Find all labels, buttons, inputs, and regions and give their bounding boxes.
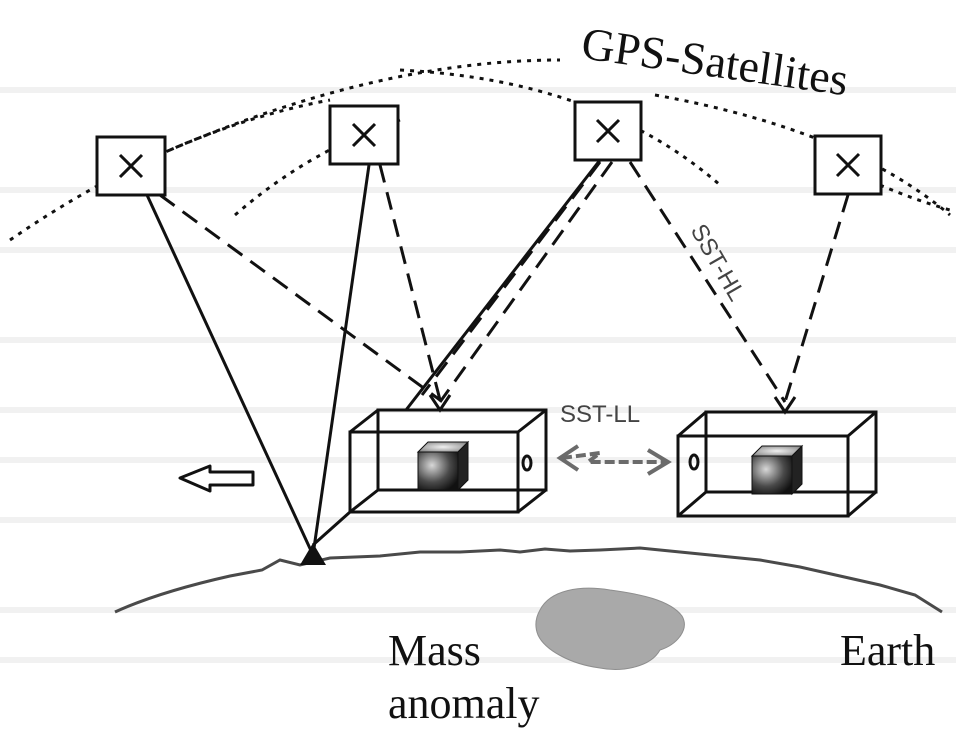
orbit-arc-1 (9, 98, 331, 242)
sst-ll-label: SST-LL (560, 401, 640, 428)
sst-hl-link-3 (438, 161, 614, 403)
ground-station-icon (300, 543, 326, 565)
sst-hl-link-5 (783, 194, 850, 403)
x-icon (835, 152, 861, 178)
sst-hl-link-2 (378, 164, 442, 401)
cube-icon (750, 444, 804, 496)
x-icon (118, 153, 144, 179)
x-icon (595, 118, 621, 144)
sst-hl-links (159, 161, 850, 403)
orbit-arc-2 (169, 58, 561, 152)
sst-hl-link-4 (628, 161, 787, 403)
ground-link-leo (312, 510, 351, 547)
sst-hl-link-3b (420, 161, 602, 396)
gps-satellite-3 (573, 100, 643, 162)
sst-hl-link-1 (159, 193, 441, 402)
mass-anomaly-blob (535, 587, 685, 670)
orbit-arc-3 (234, 118, 401, 217)
orbit-arc-5 (654, 93, 951, 217)
cube-icon (416, 440, 470, 492)
ground-link-sat-2 (311, 164, 371, 556)
port-icon (688, 453, 700, 471)
earth-label: Earth (840, 626, 935, 675)
earth-surface (114, 546, 943, 614)
hollow-arrow-left-icon (178, 464, 255, 493)
gps-satellite-2 (328, 104, 400, 166)
sst-ll-arrow (556, 444, 672, 476)
mass-anomaly-label-line1: Mass (388, 626, 481, 675)
leo-satellite-1 (348, 408, 548, 514)
ground-links (145, 159, 602, 556)
port-icon (521, 454, 533, 472)
gps-satellite-4 (813, 134, 883, 196)
ground-link-sat-1 (145, 194, 315, 556)
mass-anomaly-label-line2: anomaly (388, 679, 540, 728)
gps-satellite-1 (95, 135, 167, 197)
ground-link-sat-3 (404, 159, 602, 411)
x-icon (351, 122, 377, 148)
